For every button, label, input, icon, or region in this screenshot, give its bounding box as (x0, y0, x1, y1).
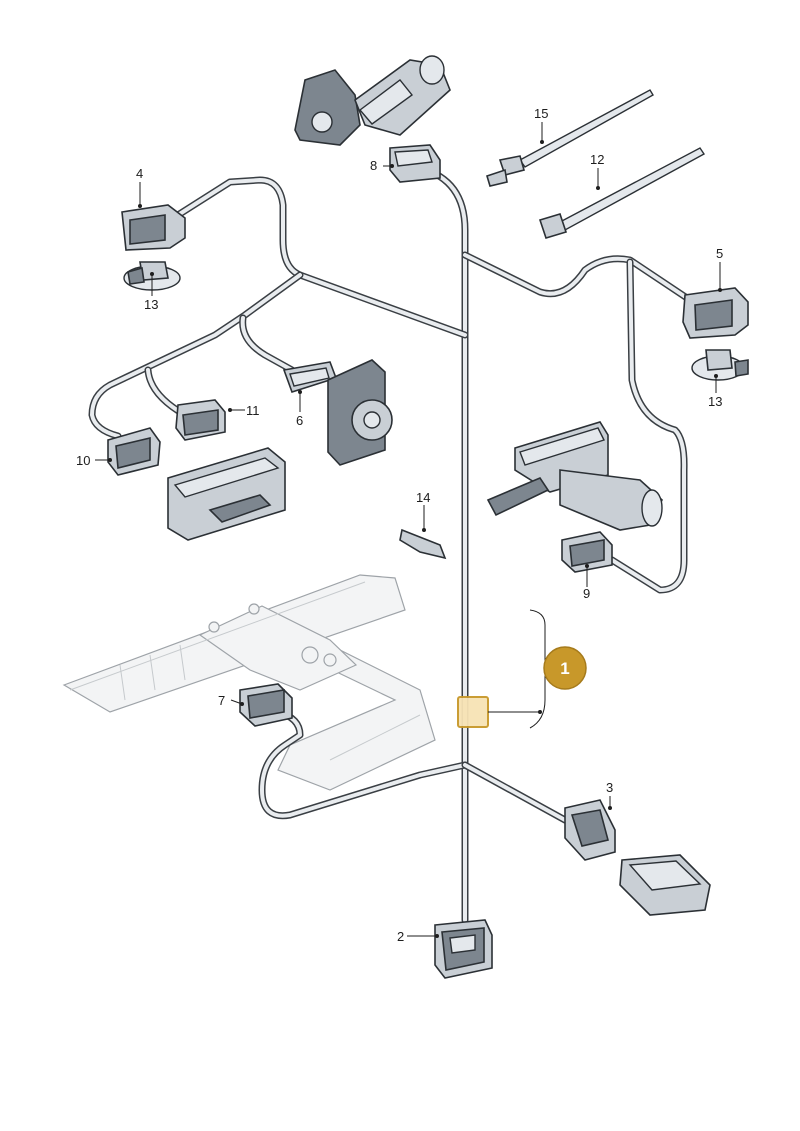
callout-13-right[interactable]: 13 (708, 394, 722, 409)
svg-text:13: 13 (708, 394, 722, 409)
svg-text:9: 9 (583, 586, 590, 601)
seat-motor-icon (294, 55, 451, 146)
clip-13-right (691, 349, 749, 381)
svg-text:10: 10 (76, 453, 90, 468)
bracket-14 (399, 528, 447, 560)
callout-7[interactable]: 7 (218, 693, 225, 708)
svg-text:8: 8 (370, 158, 377, 173)
highlight-part-1[interactable] (457, 609, 546, 729)
svg-text:11: 11 (246, 403, 260, 418)
callout-3[interactable]: 3 (606, 780, 613, 795)
connector-11 (175, 399, 226, 441)
callout-5[interactable]: 5 (716, 246, 723, 261)
svg-text:6: 6 (296, 413, 303, 428)
callout-11[interactable]: 11 (246, 403, 260, 418)
svg-text:14: 14 (416, 490, 430, 505)
svg-text:13: 13 (144, 297, 158, 312)
callout-9[interactable]: 9 (583, 586, 590, 601)
svg-text:12: 12 (590, 152, 604, 167)
connector-5 (682, 287, 749, 339)
seat-frame (62, 574, 436, 791)
callout-15[interactable]: 15 (534, 106, 548, 121)
control-unit-icon (167, 447, 286, 541)
svg-text:7: 7 (218, 693, 225, 708)
lumbar-motor-icon (486, 421, 663, 531)
svg-text:5: 5 (716, 246, 723, 261)
connector-9 (561, 531, 613, 573)
wire-harness (88, 164, 694, 924)
callout-10[interactable]: 10 (76, 453, 90, 468)
socket-connector (327, 359, 393, 466)
courtesy-lamp-icon (619, 854, 711, 916)
callout-12[interactable]: 12 (590, 152, 604, 167)
svg-text:15: 15 (534, 106, 548, 121)
connector-8 (389, 144, 441, 183)
connector-2 (434, 919, 493, 979)
callout-4[interactable]: 4 (136, 166, 143, 181)
connector-6 (282, 361, 338, 393)
leader-dots (108, 140, 722, 938)
callout-14[interactable]: 14 (416, 490, 430, 505)
cable-tie-15 (486, 89, 654, 187)
connector-7 (239, 683, 293, 727)
connector-3 (564, 799, 616, 861)
svg-text:4: 4 (136, 166, 143, 181)
connector-10 (107, 427, 161, 476)
svg-text:3: 3 (606, 780, 613, 795)
svg-text:1: 1 (560, 659, 569, 678)
callout-2[interactable]: 2 (397, 929, 404, 944)
cable-tie-12 (538, 147, 706, 239)
connector-4 (121, 204, 186, 251)
callout-1-badge[interactable]: 1 (543, 646, 587, 690)
svg-text:2: 2 (397, 929, 404, 944)
callout-8[interactable]: 8 (370, 158, 377, 173)
callout-6[interactable]: 6 (296, 413, 303, 428)
callout-13-left[interactable]: 13 (144, 297, 158, 312)
